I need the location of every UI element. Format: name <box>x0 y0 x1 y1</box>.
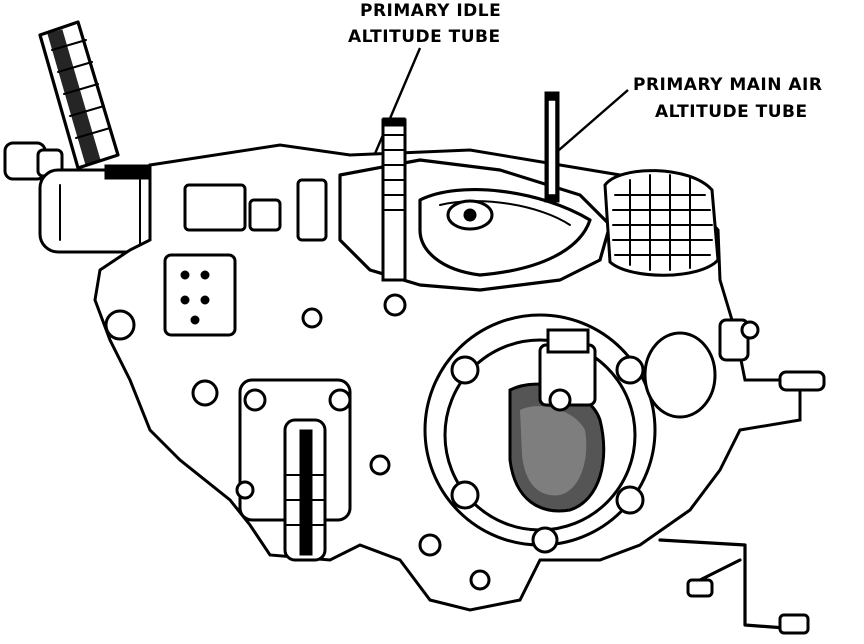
primary-idle-label-line1: PRIMARY IDLE <box>360 1 501 21</box>
fuel-bowl <box>238 378 352 562</box>
vent-hose <box>38 20 120 170</box>
solenoid-body <box>38 164 160 254</box>
primary-main-air-label-line1: PRIMARY MAIN AIR <box>633 75 822 95</box>
connector-clips <box>183 178 328 242</box>
air-horn-top <box>338 158 612 292</box>
primary-main-air-altitude-tube <box>544 91 560 203</box>
throttle-bore <box>423 313 657 554</box>
primary-idle-altitude-tube <box>381 117 407 282</box>
primary-main-air-label-line2: ALTITUDE TUBE <box>655 102 808 122</box>
primary-idle-label-line2: ALTITUDE TUBE <box>348 27 501 47</box>
left-bracket <box>104 253 237 407</box>
throttle-link <box>538 328 597 412</box>
bolts <box>235 293 760 591</box>
right-filter-canister <box>603 169 720 277</box>
throttle-linkage-rod <box>658 538 810 635</box>
